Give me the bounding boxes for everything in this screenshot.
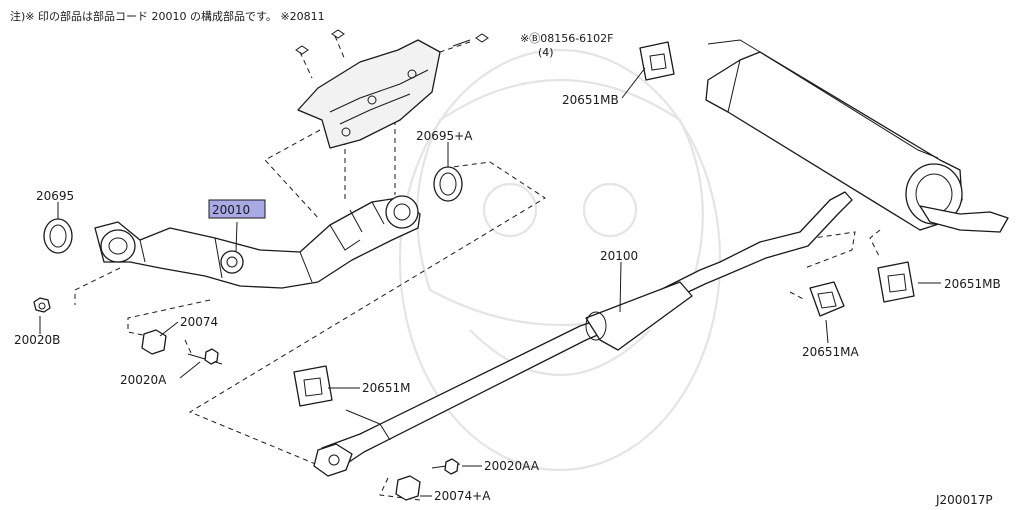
part-label-20074[interactable]: 20074: [180, 315, 218, 329]
shield-bolts: [295, 29, 489, 55]
heat-shield-20811: [297, 39, 441, 149]
fasteners: [33, 297, 461, 501]
bolt-quantity: (4): [538, 46, 554, 59]
part-label-20020aa[interactable]: 20020AA: [484, 459, 540, 473]
gaskets: [43, 166, 463, 254]
leader-lines: [39, 67, 941, 497]
part-label-20695[interactable]: 20695: [36, 189, 74, 203]
bolt-reference: ※Ⓑ08156-6102F: [520, 32, 614, 45]
part-label-20010[interactable]: 20010: [212, 203, 250, 217]
part-label-20020b[interactable]: 20020B: [14, 333, 60, 347]
center-pipe-20100: [313, 191, 853, 477]
part-label-20074-a[interactable]: 20074+A: [434, 489, 491, 503]
diagram-code: J200017P: [935, 493, 993, 507]
component-note: 注)※ 印の部品は部品コード 20010 の構成部品です。 ※20811: [10, 9, 325, 23]
rear-muffler: [705, 39, 1009, 233]
dashed-relation-lines: [74, 35, 881, 501]
part-label-20020a[interactable]: 20020A: [120, 373, 167, 387]
catalytic-converter-assembly: [94, 195, 421, 289]
part-label-20651mb-top[interactable]: 20651MB: [562, 93, 619, 107]
highlight-20010: [208, 199, 266, 219]
part-label-20695-a[interactable]: 20695+A: [416, 129, 473, 143]
rubber-hangers: [293, 41, 915, 407]
part-label-20651mb-right[interactable]: 20651MB: [944, 277, 1001, 291]
part-label-20651ma[interactable]: 20651MA: [802, 345, 860, 359]
part-label-20100[interactable]: 20100: [600, 249, 638, 263]
part-label-20651m[interactable]: 20651M: [362, 381, 411, 395]
